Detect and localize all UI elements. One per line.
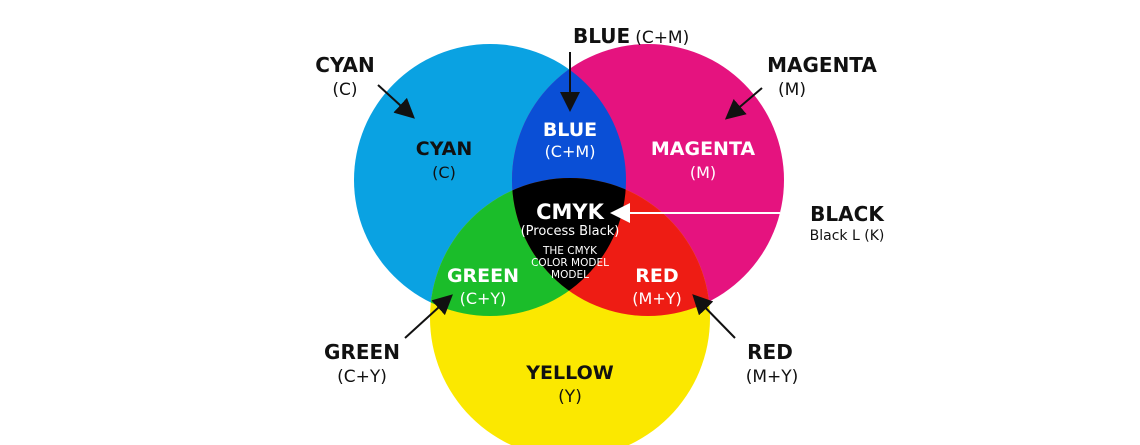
yellow-inner-code: (Y) xyxy=(558,387,582,407)
cmyk-inner-code: (Process Black) xyxy=(521,224,620,239)
green-inner-label: GREEN xyxy=(447,265,519,287)
blue-inner-code: (C+M) xyxy=(545,142,596,161)
magenta-inner-label: MAGENTA xyxy=(651,138,756,160)
cmyk-note-line: MODEL xyxy=(551,269,589,281)
cyan-inner-label: CYAN xyxy=(416,138,473,160)
blue-inner-label: BLUE xyxy=(543,119,597,141)
red-inner-code: (M+Y) xyxy=(632,289,681,308)
black-label: BLACK xyxy=(810,202,885,226)
green-code: (C+Y) xyxy=(337,367,387,387)
red-label: RED xyxy=(747,340,793,364)
red-inner-label: RED xyxy=(635,265,678,287)
green-inner-code: (C+Y) xyxy=(460,289,507,308)
blue-label: BLUE(C+M) xyxy=(573,24,689,48)
yellow-inner-label: YELLOW xyxy=(525,362,613,384)
green-overlap xyxy=(430,178,626,316)
magenta-inner-code: (M) xyxy=(690,163,716,182)
red-arrow xyxy=(692,294,736,339)
green-label: GREEN xyxy=(324,340,400,364)
red-code: (M+Y) xyxy=(746,367,799,387)
magenta-code: (M) xyxy=(778,80,806,100)
cyan-arrow xyxy=(377,84,415,119)
black-code: Black L (K) xyxy=(810,228,885,244)
cmyk-note-line: THE CMYK xyxy=(542,245,598,257)
cyan-label: CYAN xyxy=(315,53,374,77)
red-overlap xyxy=(512,178,710,316)
cyan-code: (C) xyxy=(332,80,357,100)
cmyk-inner-label: CMYK xyxy=(536,200,605,224)
magenta-arrow xyxy=(724,87,763,120)
cyan-inner-code: (C) xyxy=(432,163,456,182)
green-arrow xyxy=(404,294,453,339)
magenta-label: MAGENTA xyxy=(767,53,877,77)
cmyk-note-line: COLOR MODEL xyxy=(531,257,609,269)
